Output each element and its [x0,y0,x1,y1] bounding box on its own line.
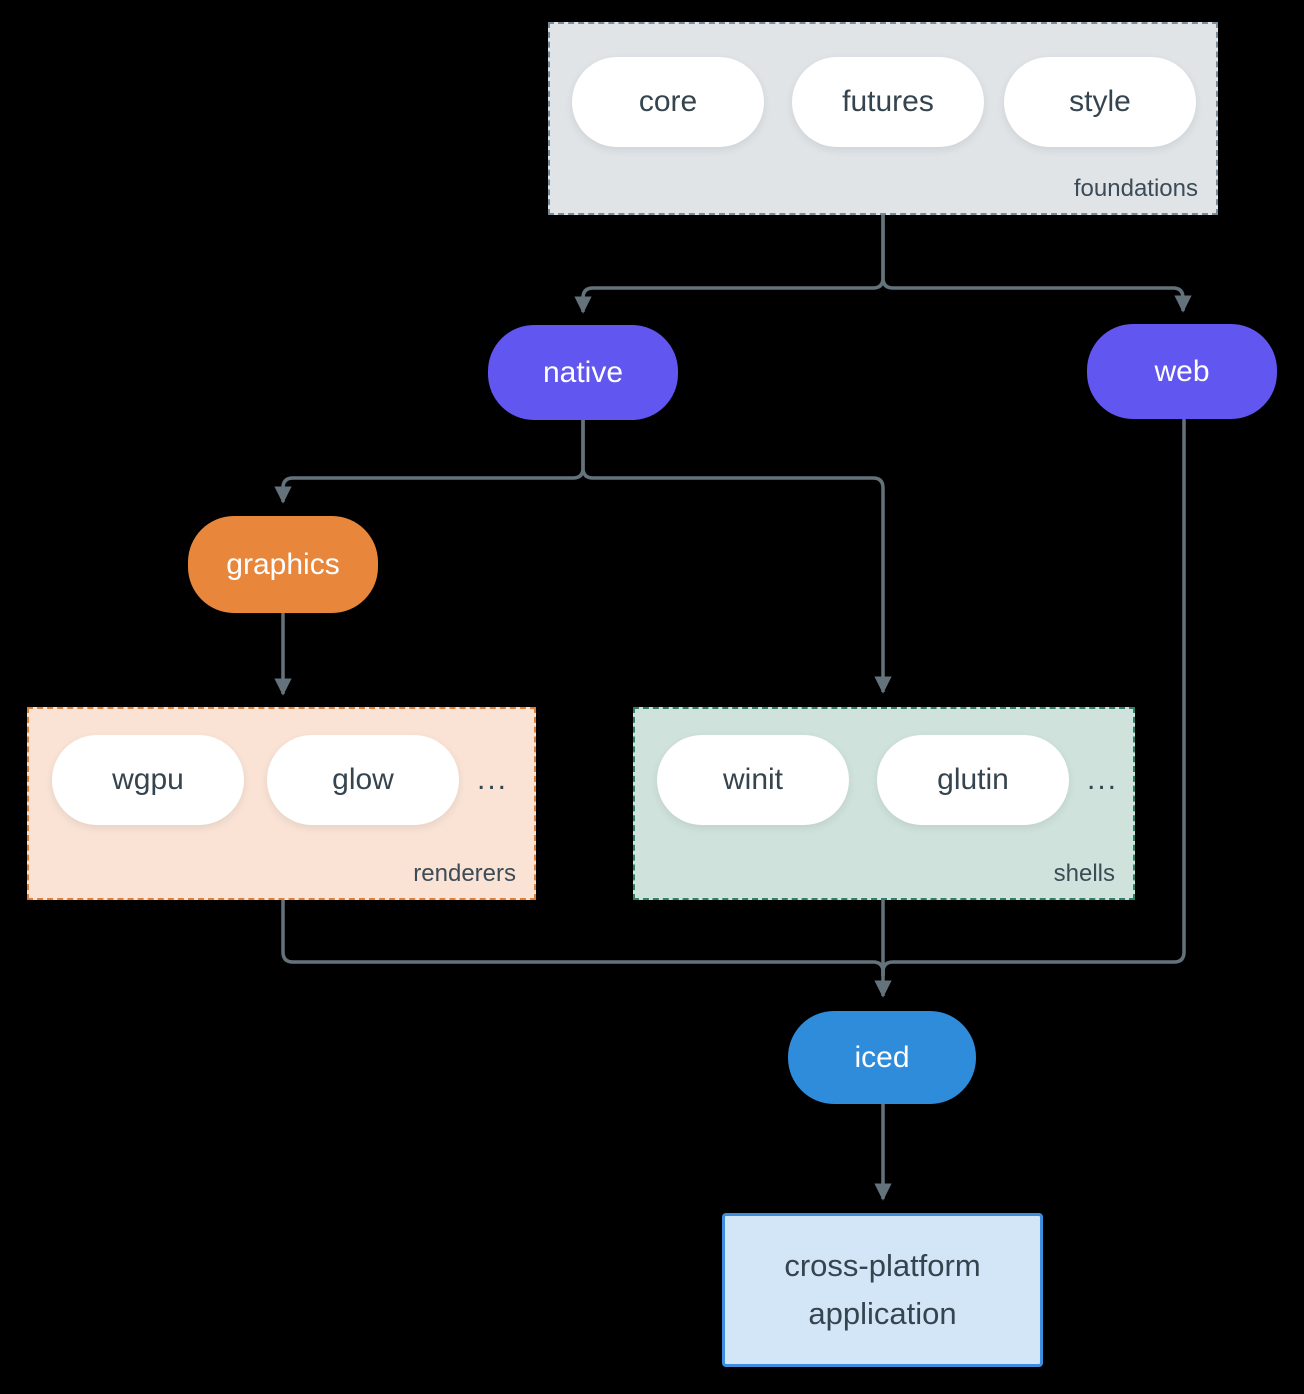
renderers-ellipsis: ... [477,763,509,796]
app-label-line1: cross-platform [784,1248,981,1283]
pill-style: style [1004,57,1196,147]
pill-core-label: core [638,85,698,118]
group-renderers: wgpu glow ... renderers [27,707,536,900]
shells-ellipsis: ... [1087,763,1119,796]
node-graphics-label: graphics [226,547,340,581]
pill-style-label: style [1069,85,1131,118]
node-cross-platform-application: cross-platform application [722,1213,1043,1367]
node-graphics: graphics [188,516,378,613]
pill-glutin: glutin [877,735,1069,825]
pill-glutin-label: glutin [937,763,1009,796]
pill-wgpu-label: wgpu [112,763,184,796]
pill-futures-label: futures [842,85,934,118]
pill-glow: glow [267,735,459,825]
node-iced: iced [788,1011,976,1104]
pill-wgpu: wgpu [52,735,244,825]
node-native-label: native [542,355,624,389]
pill-winit: winit [657,735,849,825]
pill-glow-label: glow [332,763,394,796]
group-shells: winit glutin ... shells [633,707,1135,900]
shells-group-label: shells [1053,860,1115,887]
node-native: native [488,325,678,420]
pill-futures: futures [792,57,984,147]
group-foundations: core futures style foundations [548,22,1218,215]
node-web: web [1087,324,1277,419]
app-label-line2: application [808,1296,957,1331]
pill-winit-label: winit [722,763,783,796]
renderers-group-label: renderers [413,860,516,887]
node-iced-label: iced [854,1040,910,1074]
node-web-label: web [1154,354,1210,388]
pill-core: core [572,57,764,147]
foundations-group-label: foundations [1073,175,1198,202]
